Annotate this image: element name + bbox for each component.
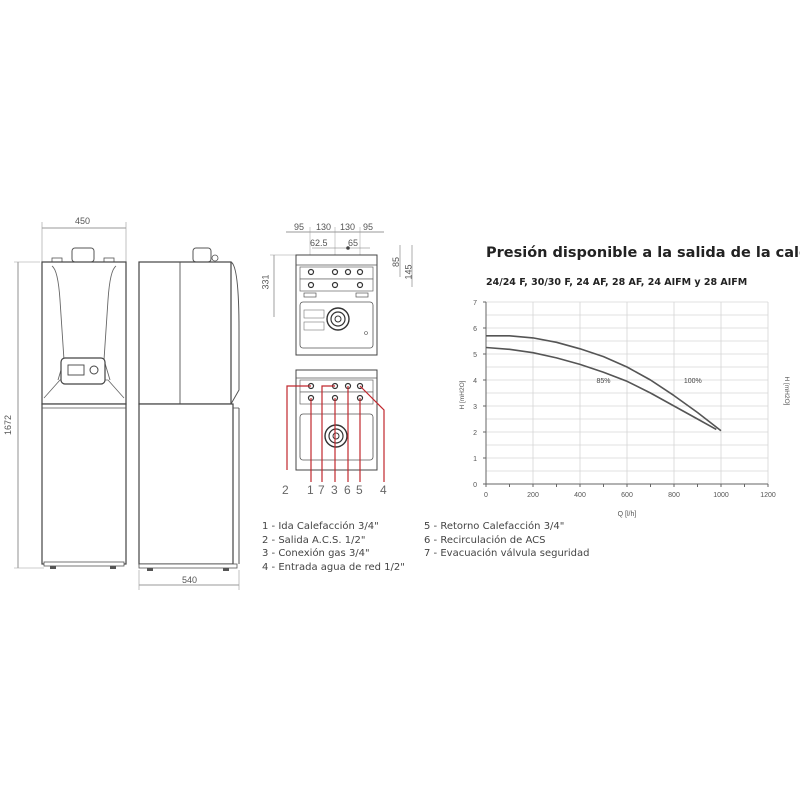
callout-6: 6	[344, 483, 351, 497]
legend-item-6: 6 - Recirculación de ACS	[424, 534, 546, 546]
dim-331: 331	[260, 274, 271, 290]
dim-95-right: 95	[363, 222, 374, 232]
connection-diagram	[286, 369, 385, 482]
width-dimension-label: 450	[75, 216, 91, 226]
dim-145: 145	[403, 264, 414, 280]
series-100%	[486, 334, 722, 432]
callout-lines	[286, 385, 385, 482]
callout-2: 2	[282, 483, 289, 497]
callout-1: 1	[307, 483, 314, 497]
side-view-drawing: 540	[135, 240, 255, 600]
pressure-chart: 0 1 2 3 4 5 6 7 0 200 400 600 800 1000 1200 Q [l/h] H [m…	[455, 290, 800, 520]
y-tick-label: 3	[473, 404, 477, 411]
top-view-drawing: 95 130 130 95 62.5 65 331 85 145	[260, 215, 425, 360]
connection-view-drawing: 2 1 7 3 6 5 4	[260, 360, 410, 505]
x-tick-label: 1000	[713, 492, 729, 499]
dim-130-right: 130	[340, 222, 356, 232]
series-annotation: 85%	[596, 378, 610, 385]
x-tick-label: 600	[621, 492, 633, 499]
x-tick-label: 0	[484, 492, 488, 499]
dim-95-left: 95	[294, 222, 305, 232]
legend-item-7: 7 - Evacuación válvula seguridad	[424, 548, 590, 559]
y-tick-label: 7	[473, 300, 477, 307]
dim-65: 65	[348, 238, 359, 248]
legend-item-5: 5 - Retorno Calefacción 3/4"	[424, 521, 565, 532]
series-85%	[485, 346, 717, 431]
x-tick-label: 800	[668, 492, 680, 499]
legend-column-2: 5 - Retorno Calefacción 3/4" 6 - Recircu…	[424, 520, 624, 561]
boiler-side-view	[138, 247, 240, 590]
legend-item-1: 1 - Ida Calefacción 3/4"	[262, 521, 379, 532]
chart-title: Presión disponible a la salida de la cal…	[486, 245, 800, 261]
callout-7: 7	[318, 483, 325, 497]
legend-item-2: 2 - Salida A.C.S. 1/2"	[262, 534, 366, 546]
legend-item-4: 4 - Entrada agua de red 1/2"	[262, 561, 405, 573]
y-axis-title: H [mH2O]	[459, 380, 466, 409]
legend-item-3: 3 - Conexión gas 3/4"	[262, 548, 370, 559]
callout-3: 3	[331, 483, 338, 497]
front-view-drawing: 450 1672	[0, 0, 140, 600]
boiler-top-view	[270, 227, 413, 356]
dim-85: 85	[391, 256, 402, 268]
depth-dimension-label: 540	[182, 575, 198, 585]
y-tick-label: 5	[473, 352, 477, 359]
callout-5: 5	[356, 483, 363, 497]
y-tick-label: 4	[473, 378, 477, 385]
y-tick-label: 1	[473, 456, 477, 463]
y-tick-label: 6	[473, 326, 477, 333]
callout-4: 4	[380, 483, 387, 497]
series-annotation: 100%	[684, 378, 702, 385]
y-tick-label: 0	[473, 482, 477, 489]
boiler-front-view	[14, 222, 127, 569]
x-tick-label: 200	[527, 492, 539, 499]
chart-subtitle: 24/24 F, 30/30 F, 24 AF, 28 AF, 24 AIFM …	[486, 277, 748, 288]
height-dimension-label: 1672	[3, 414, 14, 436]
pressure-curve-plot: 0 1 2 3 4 5 6 7 0 200 400 600 800 1000 1200 Q [l/h] H [m…	[459, 300, 790, 518]
y-axis-title-right: H [mH2O]	[783, 377, 790, 406]
legend-column-1: 1 - Ida Calefacción 3/4" 2 - Salida A.C.…	[262, 520, 432, 574]
x-tick-label: 1200	[760, 492, 776, 499]
dim-62-5: 62.5	[310, 238, 328, 248]
y-tick-label: 2	[473, 430, 477, 437]
x-axis-title: Q [l/h]	[618, 511, 637, 518]
x-tick-label: 400	[574, 492, 586, 499]
dim-130-left: 130	[316, 222, 332, 232]
